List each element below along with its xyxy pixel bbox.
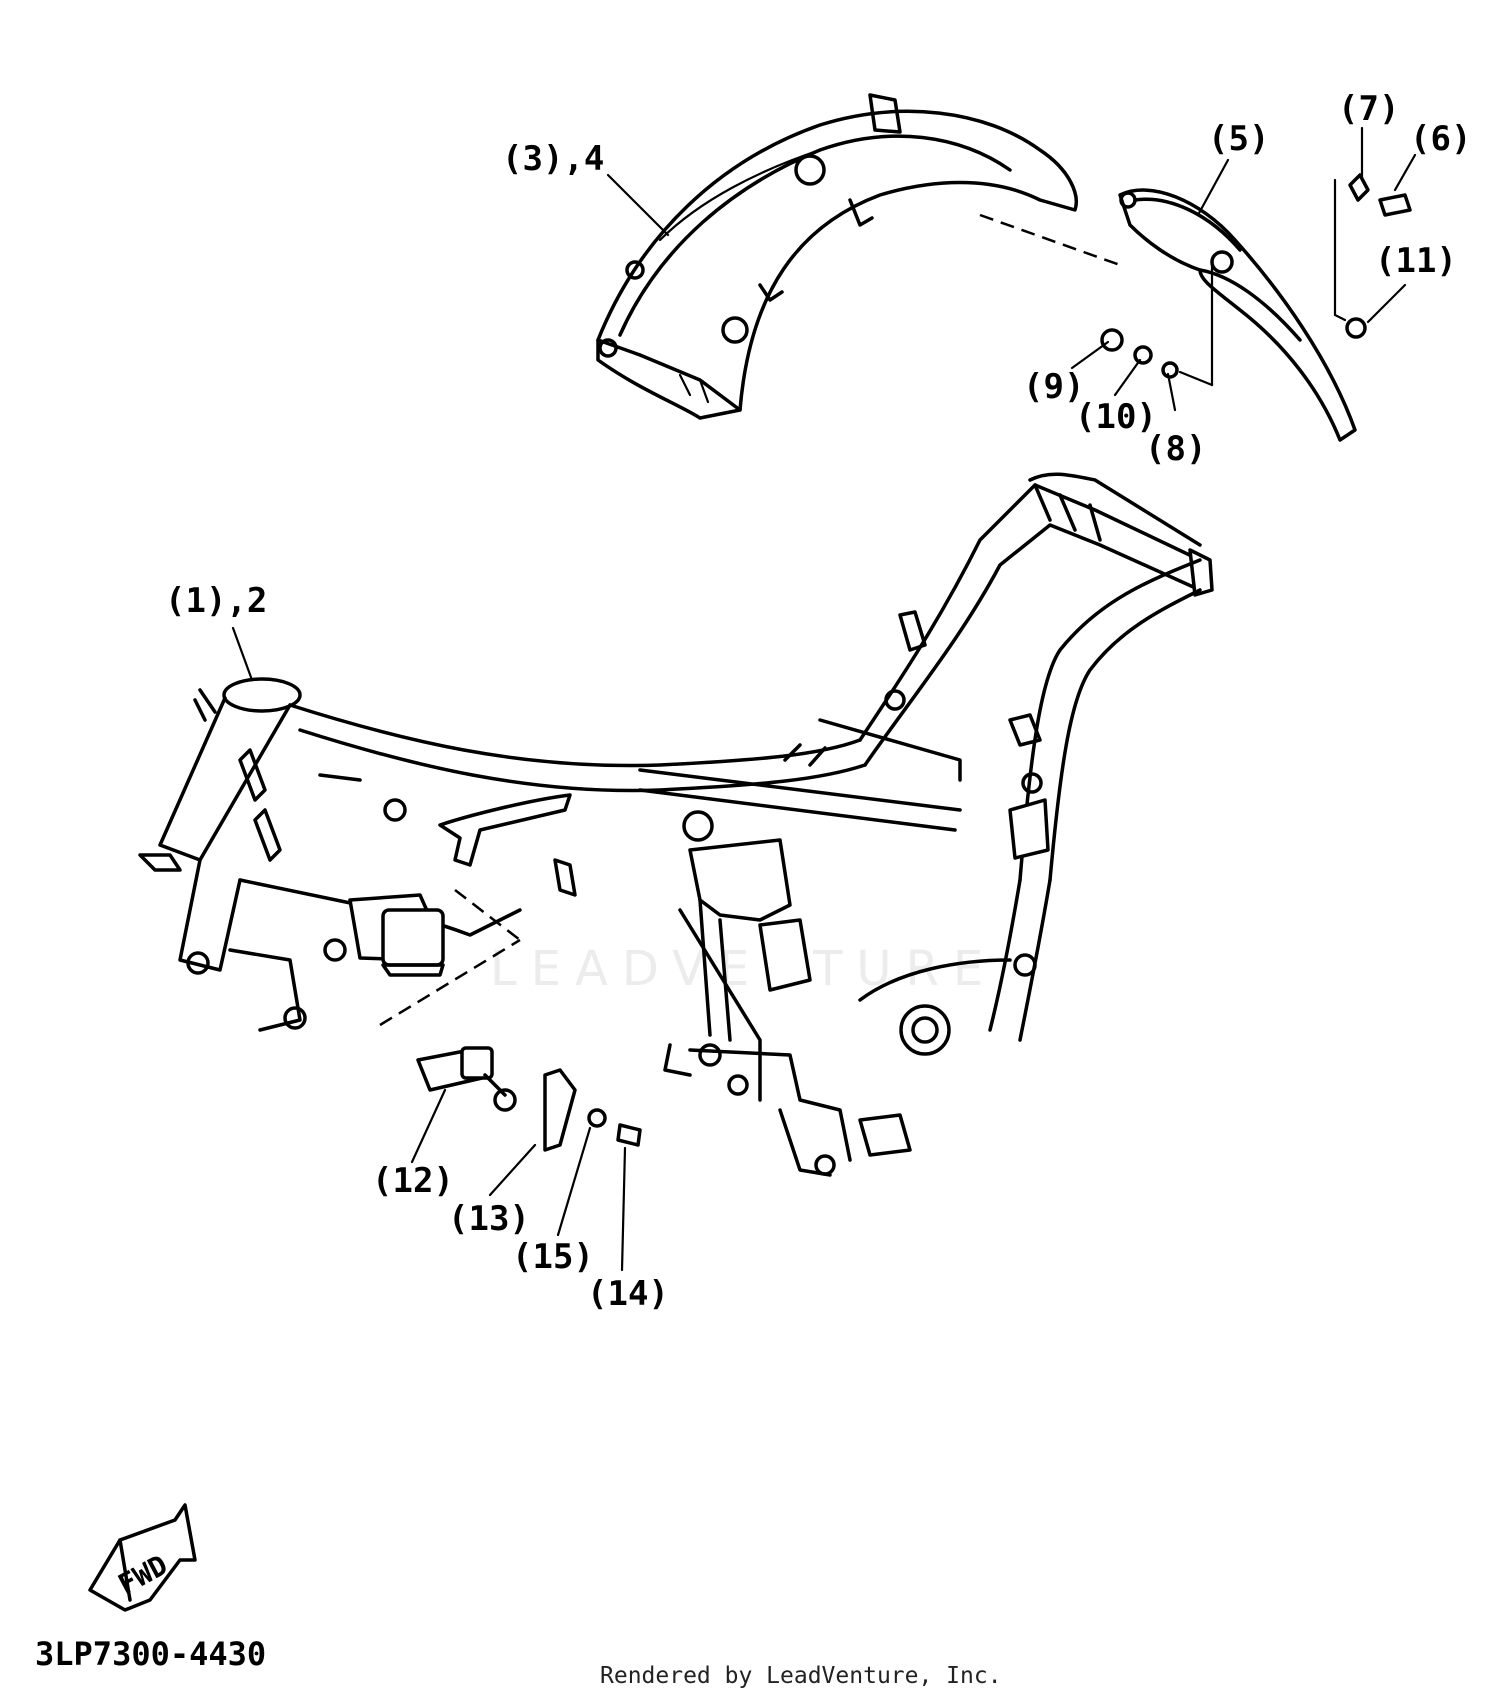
leader-lines xyxy=(231,126,1417,1272)
callout-3-4: (3),4 xyxy=(502,139,604,179)
callout-9: (9) xyxy=(1023,367,1084,407)
callout-13: (13) xyxy=(448,1199,530,1239)
callout-11: (11) xyxy=(1375,241,1457,281)
callout-8: (8) xyxy=(1145,429,1206,469)
part-code: 3LP7300-4430 xyxy=(35,1635,266,1673)
watermark-text: LEADVENTURE xyxy=(490,941,997,997)
callout-14: (14) xyxy=(587,1274,669,1314)
callout-1-2: (1),2 xyxy=(165,581,267,621)
callout-10: (10) xyxy=(1075,397,1157,437)
callout-15: (15) xyxy=(512,1237,594,1277)
fender-stay xyxy=(1118,188,1357,442)
callout-12: (12) xyxy=(372,1161,454,1201)
main-frame xyxy=(138,472,1214,1177)
credit-text: Rendered by LeadVenture, Inc. xyxy=(600,1663,1002,1689)
callout-5: (5) xyxy=(1208,119,1269,159)
hardware-top-right xyxy=(1100,173,1412,387)
switch-parts xyxy=(379,889,642,1152)
callout-labels: (3),4 (5) (7) (6) (11) (9) (10) (8) (1),… xyxy=(165,89,1471,1314)
fwd-arrow: FWD xyxy=(88,1503,197,1612)
callout-6: (6) xyxy=(1410,119,1471,159)
rear-fender xyxy=(596,93,1121,420)
callout-7: (7) xyxy=(1338,89,1399,129)
